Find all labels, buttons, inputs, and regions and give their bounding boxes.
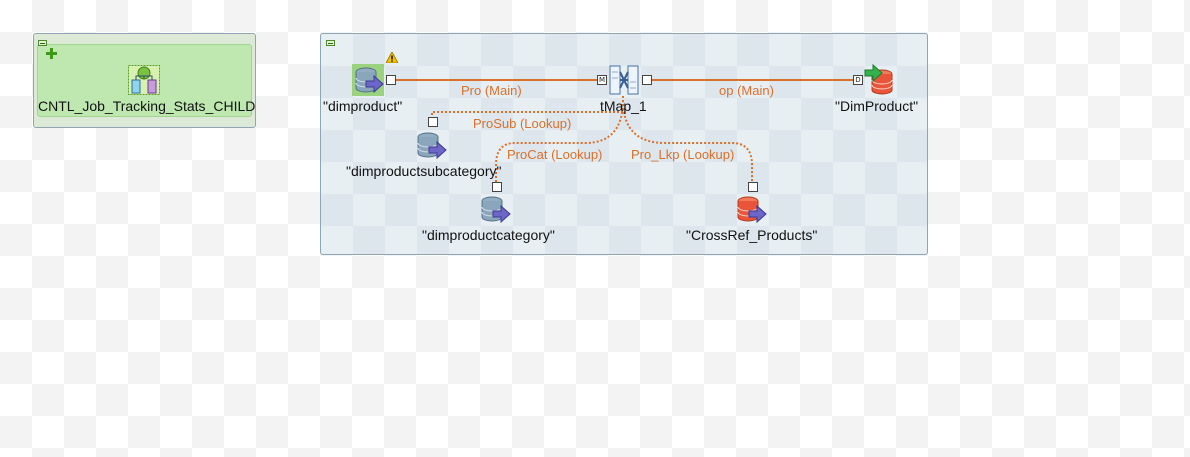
tmap-component[interactable] (609, 64, 639, 96)
dimproduct-output-input-port[interactable]: D (853, 75, 863, 85)
link-procat-lookup[interactable] (495, 99, 624, 182)
dimproductsubcategory-label: "dimproductsubcategory" (346, 163, 502, 179)
link-prosub-lookup[interactable] (431, 96, 624, 118)
tmap-output-port[interactable] (642, 75, 652, 85)
crossref-products-port[interactable] (748, 182, 758, 192)
link-label-pro-lkp-lookup[interactable]: Pro_Lkp (Lookup) (631, 147, 735, 162)
link-label-pro-main[interactable]: Pro (Main) (461, 83, 522, 98)
dimproductcategory-component[interactable] (480, 196, 512, 224)
child-job-label: CNTL_Job_Tracking_Stats_CHILD (38, 98, 256, 114)
link-pro-lkp-lookup[interactable] (622, 99, 753, 182)
dimproduct-component[interactable] (352, 64, 384, 96)
dimproduct-output-component[interactable] (864, 63, 896, 96)
run-job-icon[interactable] (128, 65, 160, 95)
link-label-procat-lookup[interactable]: ProCat (Lookup) (507, 147, 603, 162)
link-label-prosub-lookup[interactable]: ProSub (Lookup) (473, 116, 572, 131)
tmap-label: tMap_1 (600, 98, 647, 114)
dimproductsubcategory-port[interactable] (428, 117, 438, 127)
tmap-main-input-port[interactable]: M (597, 75, 607, 85)
warning-icon[interactable] (385, 50, 399, 64)
dimproduct-label: "dimproduct" (323, 98, 403, 114)
subjob-child[interactable] (33, 33, 256, 128)
dimproductsubcategory-component[interactable] (416, 132, 448, 160)
dimproduct-output-port[interactable] (386, 75, 396, 85)
link-label-op-main[interactable]: op (Main) (719, 83, 774, 98)
subjob-main-collapse-button[interactable] (326, 40, 335, 46)
crossref-products-component[interactable] (736, 196, 768, 224)
dimproductcategory-port[interactable] (492, 182, 502, 192)
dimproduct-output-label: "DimProduct" (835, 98, 919, 114)
crossref-products-label: "CrossRef_Products" (686, 227, 818, 243)
dimproductcategory-label: "dimproductcategory" (422, 227, 555, 243)
subjob-child-collapse-button[interactable] (38, 40, 47, 46)
plus-icon[interactable] (46, 48, 57, 59)
